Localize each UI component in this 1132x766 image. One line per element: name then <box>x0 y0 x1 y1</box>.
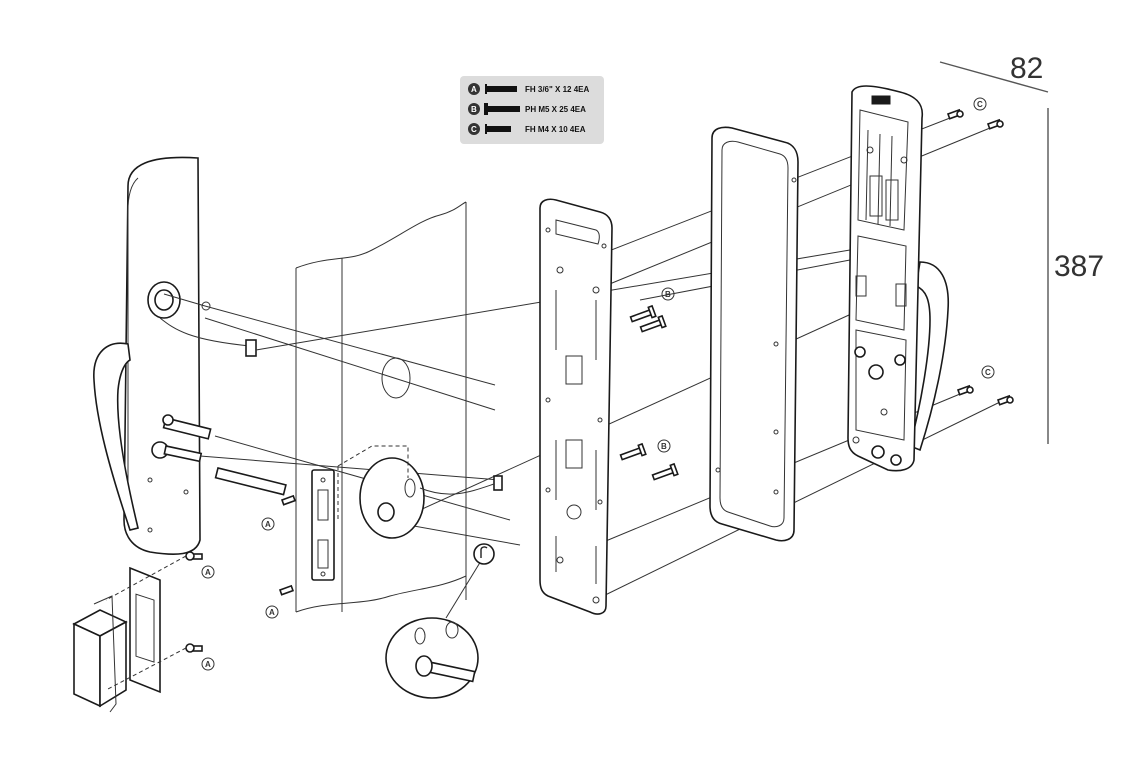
svg-text:A: A <box>205 568 211 577</box>
legend-spec-c: FH M4 X 10 4EA <box>525 125 586 134</box>
strike-plate-assembly: A A <box>72 551 215 713</box>
marker-b-bottom: B <box>657 439 671 453</box>
svg-text:B: B <box>661 442 667 451</box>
svg-text:A: A <box>265 520 271 529</box>
marker-a-latch-top: A <box>261 517 275 531</box>
marker-a-strike-top: A <box>201 565 215 579</box>
gasket-frame <box>709 126 799 542</box>
mounting-plate <box>539 198 613 615</box>
svg-text:C: C <box>985 368 991 377</box>
legend-spec-b: PH M5 X 25 4EA <box>525 105 586 114</box>
marker-a-strike-bottom: A <box>201 657 215 671</box>
legend-letter-a: A <box>471 85 477 94</box>
flat-head-screw-icon <box>485 84 487 94</box>
dimension-height: 387 <box>1047 108 1104 444</box>
legend-row-a: A FH 3/6" X 12 4EA <box>468 83 589 95</box>
dimension-height-label: 387 <box>1054 250 1104 283</box>
dimension-width-label: 82 <box>1010 52 1043 85</box>
legend-spec-a: FH 3/6" X 12 4EA <box>525 85 589 94</box>
outside-handle-assembly <box>93 156 257 555</box>
legend-row-b: B PH M5 X 25 4EA <box>468 103 586 115</box>
legend-letter-b: B <box>471 105 477 114</box>
screw-legend: A FH 3/6" X 12 4EA B PH M5 X 25 4EA C FH… <box>460 76 604 144</box>
plate-screws-b: B B <box>619 287 679 481</box>
svg-text:A: A <box>205 660 211 669</box>
legend-row-c: C FH M4 X 10 4EA <box>468 123 586 135</box>
svg-text:B: B <box>665 290 671 299</box>
svg-text:C: C <box>977 100 983 109</box>
pan-head-screw-icon <box>484 103 488 115</box>
dimension-width: 82 <box>939 52 1049 93</box>
latch-assembly: A A <box>214 445 425 619</box>
marker-c-top: C <box>973 97 987 111</box>
legend-letter-c: C <box>471 125 477 134</box>
marker-c-bottom: C <box>981 365 995 379</box>
svg-text:A: A <box>269 608 275 617</box>
door-section <box>295 201 467 613</box>
cable-connector <box>493 475 503 491</box>
flat-head-screw-icon <box>485 124 487 134</box>
thumb-turn-rosette <box>385 543 495 699</box>
inside-screws-c: C C <box>946 97 1014 406</box>
marker-b-top: B <box>661 287 675 301</box>
latch-screws <box>278 494 297 596</box>
through-bolts <box>151 414 212 463</box>
inside-unit-assembly <box>847 85 950 472</box>
marker-a-latch-bottom: A <box>265 605 279 619</box>
